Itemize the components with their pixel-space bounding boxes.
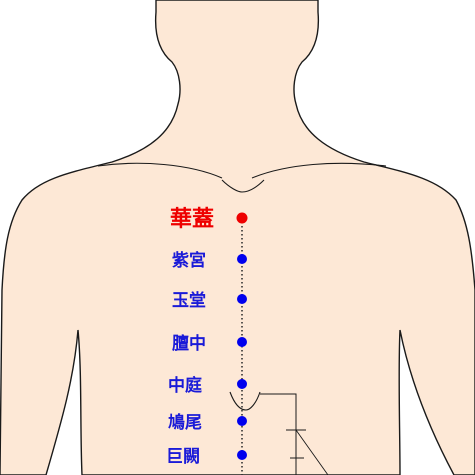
acupoint-dot-7	[237, 450, 247, 460]
acupoint-label-3: 玉堂	[172, 290, 206, 311]
acupoint-label-1: 華蓋	[170, 206, 214, 232]
acupoint-dot-5	[237, 379, 247, 389]
acupoint-label-2: 紫宮	[172, 250, 206, 271]
xiphoid-curve	[229, 391, 261, 411]
acupoint-label-6: 鳩尾	[168, 412, 202, 433]
rib-margin	[260, 393, 297, 475]
acupoint-dot-1	[236, 212, 248, 224]
acupoint-dot-6	[237, 416, 247, 426]
clavicle-right	[251, 162, 387, 179]
acupoint-label-4: 膻中	[172, 333, 206, 354]
suprasternal-notch	[221, 179, 265, 193]
acupoint-label-7: 巨闕	[166, 447, 200, 467]
rib-margin-ticks	[286, 429, 329, 475]
acupoint-dot-2	[237, 254, 247, 264]
acupoint-dot-4	[237, 337, 247, 347]
acupoint-dot-3	[237, 294, 247, 304]
acupoint-label-5: 中庭	[168, 375, 202, 396]
clavicle-left	[97, 162, 223, 179]
acupoint-markers: 華蓋紫宮玉堂膻中中庭鳩尾巨闕上脘	[166, 206, 248, 467]
